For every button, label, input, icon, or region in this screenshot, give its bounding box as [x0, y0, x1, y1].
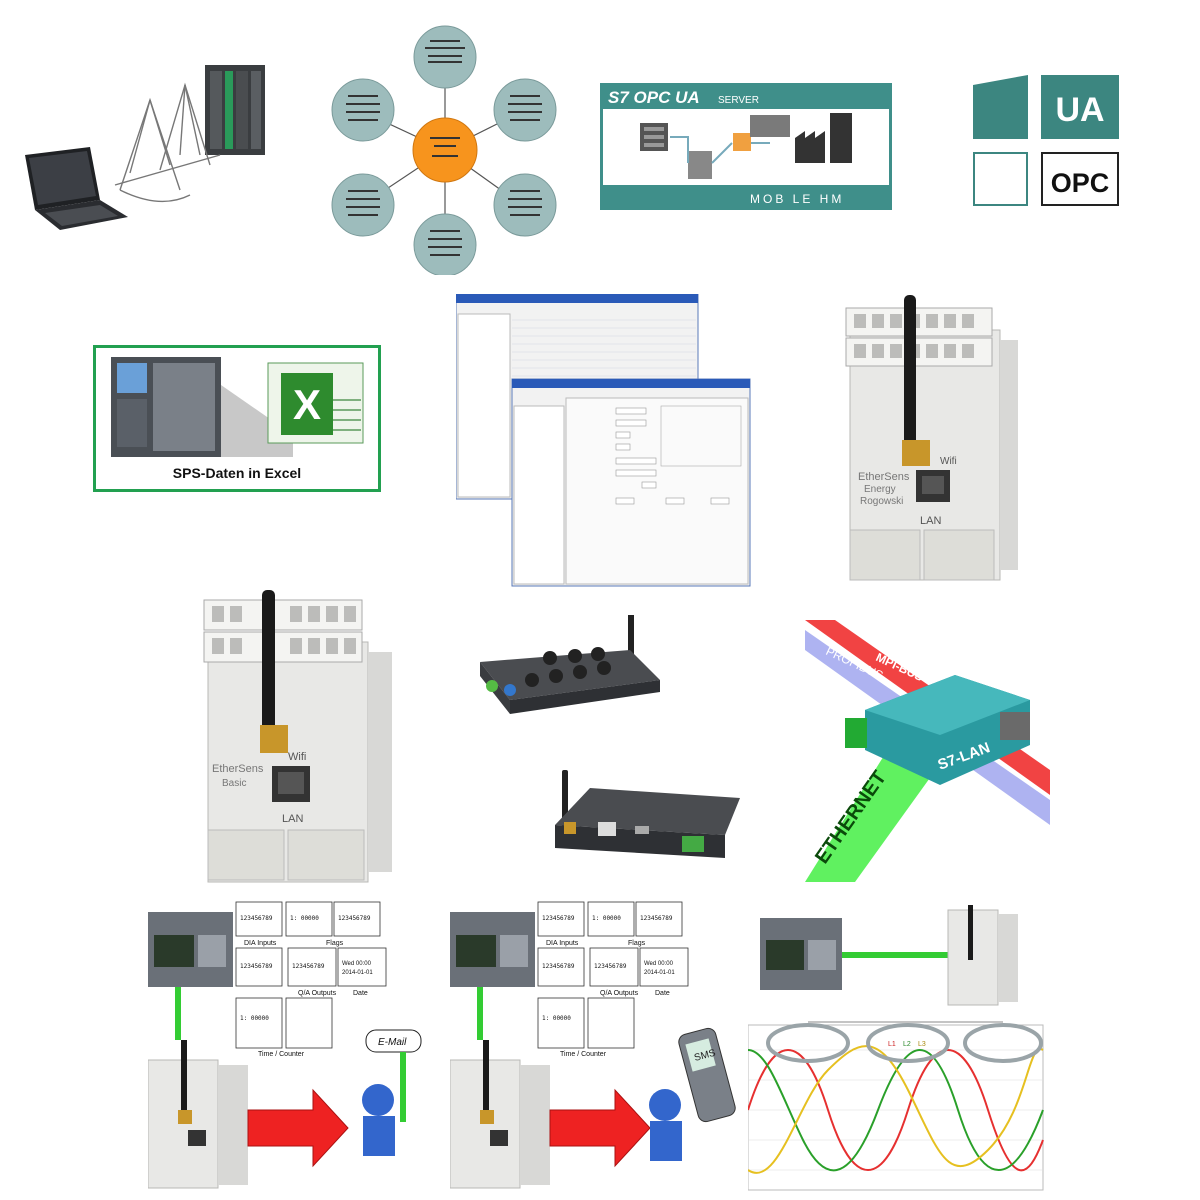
logo-opc-text: OPC — [1051, 168, 1110, 198]
ethersens-mini-icon — [947, 905, 1018, 1006]
dia-inputs-label: DIA Inputs — [244, 940, 277, 947]
row-value: 1: 00000 — [592, 915, 621, 922]
energy-device-line3: Rogowski — [860, 496, 903, 507]
basic-device-name: EtherSens — [212, 763, 264, 775]
reg-value: 123456789 — [640, 915, 673, 922]
diagram-node-bottom-left — [331, 173, 395, 237]
basic-lan-label: LAN — [282, 813, 303, 825]
date-line2: 2014-01-01 — [644, 970, 675, 976]
rogowski-phase-chart-panel: L1 L2 L3 — [748, 900, 1048, 1192]
factory-icon — [795, 113, 852, 163]
diagram-node-bottom — [413, 213, 477, 275]
phase-l3-wave — [748, 1045, 1044, 1174]
red-arrow-icon — [247, 1088, 349, 1168]
date-label: Date — [655, 990, 670, 997]
reg-value: 123456789 — [542, 963, 575, 970]
row-value: 1: 00000 — [290, 915, 319, 922]
qa-outputs-label: Q/A Outputs — [298, 990, 337, 997]
ethersens-mini-icon — [450, 1040, 550, 1189]
laptop-bridge-plc-illustration — [20, 55, 280, 235]
ethersens-energy-rogowski-device: Wifi EtherSens Energy Rogowski LAN — [840, 290, 1020, 590]
mobile-hmi-label: MOB LE HM — [750, 192, 844, 206]
energy-wifi-label: Wifi — [940, 456, 957, 467]
red-arrow-icon — [549, 1088, 651, 1168]
time-counter-label: Time / Counter — [258, 1051, 305, 1058]
reg-value: 123456789 — [542, 915, 575, 922]
row-value: 1: 00000 — [542, 1015, 571, 1022]
logo-plc-icon — [450, 912, 535, 987]
reg-value: 123456789 — [338, 915, 371, 922]
logo-email-notification-panel: 123456789 1: 00000 123456789 DIA Inputs … — [148, 890, 438, 1190]
router-top-icon — [480, 615, 660, 714]
email-label: E-Mail — [378, 1037, 407, 1048]
banner-subtitle: SERVER — [718, 95, 759, 106]
logo-sms-notification-panel: 123456789 1: 00000 123456789 DIA Inputs … — [450, 890, 740, 1190]
diagram-node-top-left — [331, 78, 395, 142]
antenna-connector-icon — [902, 440, 930, 466]
svg-text:X: X — [293, 381, 321, 428]
row-value: 1: 00000 — [240, 1015, 269, 1022]
flags-label: Flags — [628, 940, 646, 947]
plc-icon — [688, 151, 712, 179]
antenna-connector-icon — [260, 725, 288, 753]
wireless-router-devices — [470, 610, 760, 870]
sms-phone-icon — [649, 1027, 736, 1161]
opc-ua-logo: UA OPC — [973, 75, 1121, 207]
energy-device-line2: Energy — [864, 484, 896, 495]
excel-logo-icon: X — [267, 362, 364, 444]
date-line1: Wed 00:00 — [342, 961, 372, 967]
email-mailbox-icon — [362, 1029, 422, 1156]
excel-caption: SPS-Daten in Excel — [173, 465, 301, 481]
basic-device-line2: Basic — [222, 778, 246, 789]
software-windows-screenshot — [456, 294, 752, 588]
sms-label: SMS — [693, 1048, 717, 1064]
diagram-node-top-right — [493, 78, 557, 142]
diagram-node-bottom-right — [493, 173, 557, 237]
server-rack-icon — [640, 123, 668, 151]
basic-wifi-label: Wifi — [288, 751, 306, 763]
ethersens-basic-device: Wifi EtherSens Basic LAN — [200, 590, 395, 885]
logo-plc-icon — [148, 912, 233, 987]
s7-lan-adapter-bus: MPI-BUS PROFIBUS ETHERNET S7-LAN — [805, 620, 1050, 882]
flags-label: Flags — [326, 940, 344, 947]
phase-l2-label: L2 — [903, 1041, 911, 1048]
router-bottom-icon — [555, 770, 740, 858]
process-network-diagram — [330, 25, 560, 275]
s7-lan-adapter-icon — [845, 675, 1030, 785]
antenna-icon — [262, 590, 275, 740]
rogowski-coils-icon — [766, 1023, 1043, 1063]
diagram-center-node — [412, 117, 478, 183]
phase-l1-label: L1 — [888, 1041, 896, 1048]
phase-l1-wave — [748, 1049, 1044, 1172]
energy-lan-label: LAN — [920, 515, 941, 527]
and-gate-icon — [733, 133, 751, 151]
phase-l2-wave — [748, 1049, 1044, 1172]
energy-device-name: EtherSens — [858, 471, 910, 483]
date-line2: 2014-01-01 — [342, 970, 373, 976]
date-line1: Wed 00:00 — [644, 961, 674, 967]
time-counter-label: Time / Counter — [560, 1051, 607, 1058]
sps-excel-banner: X SPS-Daten in Excel — [93, 345, 381, 492]
reg-value: 123456789 — [594, 963, 627, 970]
s7-module-icon — [750, 115, 790, 137]
reg-value: 123456789 — [292, 963, 325, 970]
reg-value: 123456789 — [240, 915, 273, 922]
date-label: Date — [353, 990, 368, 997]
laptop-icon — [25, 147, 128, 230]
ethersens-mini-icon — [148, 1040, 248, 1189]
logo-plc-icon — [760, 918, 842, 990]
banner-title: S7 OPC UA — [608, 88, 700, 107]
phase-l3-label: L3 — [918, 1041, 926, 1048]
antenna-icon — [904, 295, 916, 455]
plc-rack-icon — [205, 65, 265, 155]
reg-value: 123456789 — [240, 963, 273, 970]
dia-inputs-label: DIA Inputs — [546, 940, 579, 947]
s7-1500-plc-icon — [111, 357, 293, 457]
logo-ua-text: UA — [1055, 91, 1104, 129]
s7-opc-ua-server-banner: S7 OPC UA SERVER MOB LE HM — [600, 83, 892, 210]
bridge-icon — [114, 82, 221, 203]
qa-outputs-label: Q/A Outputs — [600, 990, 639, 997]
